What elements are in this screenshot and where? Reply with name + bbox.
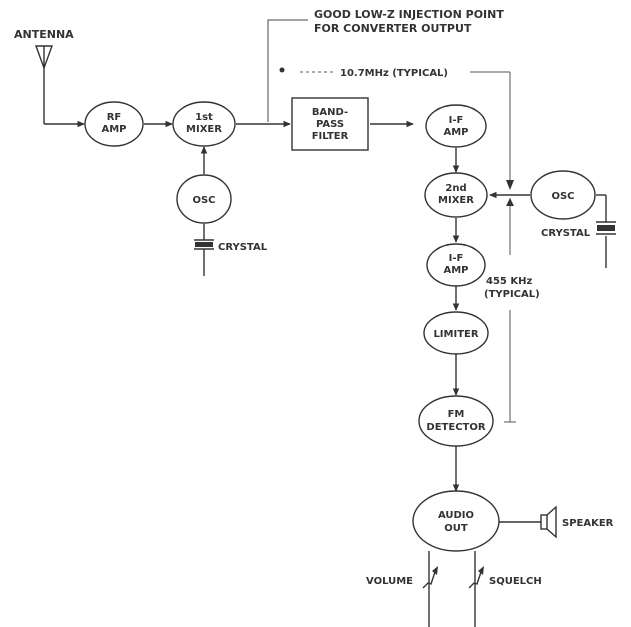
mixer-2-block: 2nd MIXER [424, 172, 488, 218]
squelch-label: SQUELCH [489, 576, 542, 587]
if1-label: 10.7MHz (TYPICAL) [340, 68, 448, 79]
if-amp-1-label-1: I-F [449, 115, 464, 126]
antenna-label: ANTENNA [14, 28, 74, 41]
if-amp-1-label-2: AMP [443, 127, 468, 138]
volume-label: VOLUME [366, 576, 413, 587]
osc-1-block: OSC [176, 174, 232, 224]
limiter-label: LIMITER [433, 329, 478, 340]
crystal-1-icon [194, 239, 214, 276]
speaker-icon [540, 505, 557, 539]
mixer-2-label-2: MIXER [438, 195, 474, 206]
if-amp-2-block: I-F AMP [426, 243, 486, 287]
squelch-pot-icon [468, 566, 484, 589]
mixer-1-label-1: 1st [195, 112, 213, 123]
crystal-2-label: CRYSTAL [541, 228, 591, 239]
bandpass-filter-block: BAND- PASS FILTER [291, 97, 369, 151]
crystal-2-icon [596, 221, 616, 235]
fm-detector-label-2: DETECTOR [426, 422, 485, 433]
mixer-2-label-1: 2nd [445, 183, 466, 194]
speaker-label: SPEAKER [562, 518, 614, 529]
audio-out-block: AUDIO OUT [412, 490, 500, 552]
if-amp-1-block: I-F AMP [425, 104, 487, 148]
signal-wires [44, 120, 607, 627]
antenna-icon [35, 45, 53, 124]
audio-out-label-1: AUDIO [438, 510, 474, 521]
injection-label-line2: FOR CONVERTER OUTPUT [314, 22, 472, 35]
volume-pot-icon [422, 566, 438, 589]
if2-label-line1: 455 KHz [486, 276, 532, 287]
osc-2-label: OSC [551, 191, 574, 202]
audio-out-label-2: OUT [444, 523, 468, 534]
if2-label-line2: (TYPICAL) [484, 289, 540, 300]
mixer-1-block: 1st MIXER [172, 101, 236, 147]
rf-amp-block: RF AMP [84, 101, 144, 147]
bpf-label-3: FILTER [312, 131, 349, 142]
limiter-block: LIMITER [423, 311, 489, 355]
if-amp-2-label-1: I-F [449, 253, 464, 264]
fm-detector-block: FM DETECTOR [418, 395, 494, 447]
injection-leader [267, 19, 308, 122]
bpf-label-1: BAND- [312, 107, 348, 118]
fm-detector-label-1: FM [448, 409, 465, 420]
bpf-label-2: PASS [316, 119, 344, 130]
if1-leader [279, 67, 514, 190]
rf-amp-label-1: RF [107, 112, 122, 123]
rf-amp-label-2: AMP [101, 124, 126, 135]
osc-1-label: OSC [192, 195, 215, 206]
mixer-1-label-2: MIXER [186, 124, 222, 135]
if-amp-2-label-2: AMP [443, 265, 468, 276]
osc-2-block: OSC [530, 170, 596, 220]
injection-label-line1: GOOD LOW-Z INJECTION POINT [314, 8, 504, 21]
if2-leader [504, 198, 516, 423]
crystal-1-label: CRYSTAL [218, 242, 268, 253]
